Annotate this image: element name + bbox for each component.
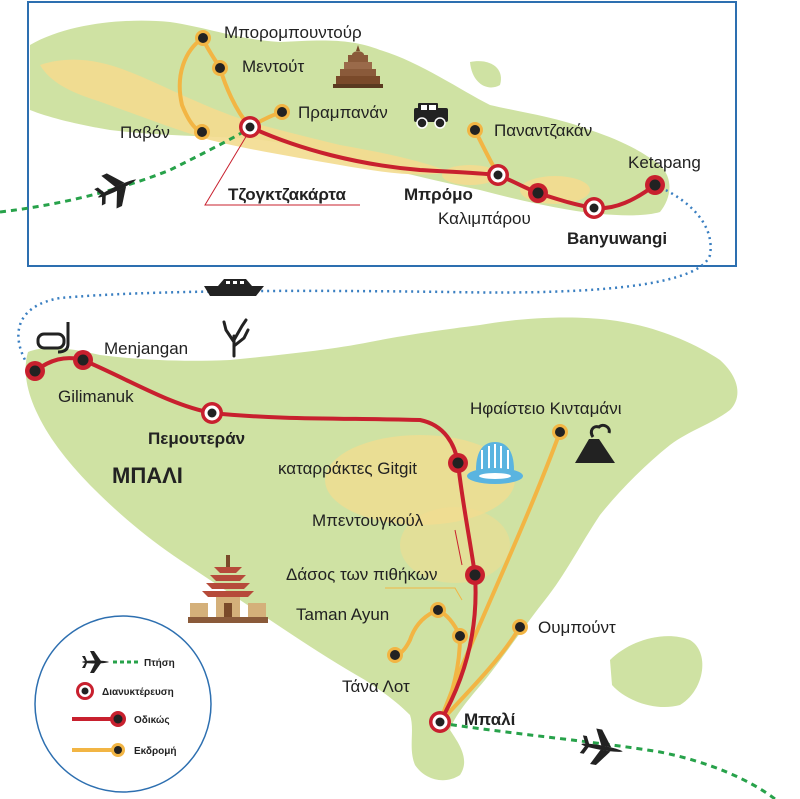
- label-taman-ayun: Taman Ayun: [296, 605, 389, 624]
- label-banyuwangi: Banyuwangi: [567, 229, 667, 248]
- stop-kintamani: [552, 424, 568, 440]
- label-prambanan: Πραμπανάν: [298, 103, 388, 122]
- label-yogyakarta: Τζογκτζακάρτα: [228, 185, 347, 204]
- label-pemuteran: Πεμουτεράν: [148, 429, 245, 448]
- flight-path-java: [0, 126, 251, 214]
- legend-flight-label: Πτήση: [144, 658, 175, 669]
- java-landmass: [30, 20, 670, 216]
- label-tanah-lot: Τάνα Λοτ: [342, 677, 410, 696]
- label-mendut: Μεντούτ: [242, 57, 304, 76]
- java-north-islet: [470, 61, 501, 88]
- stop-ketapang: [645, 175, 665, 195]
- pura-temple-icon: [188, 555, 268, 623]
- stop-gitgit: [448, 453, 468, 473]
- stop-mendut: [212, 60, 228, 76]
- leader-bedugul: [454, 529, 463, 566]
- label-menjangan: Menjangan: [104, 339, 188, 358]
- bali-stops: [25, 350, 568, 733]
- label-kintamani: Ηφαίστειο Κινταμάνι: [470, 399, 622, 418]
- excursion-ubud: [438, 625, 522, 724]
- label-kalibaru: Καλιμπάρου: [438, 209, 531, 228]
- legend-road-marker: [110, 711, 126, 727]
- stop-pawon: [194, 124, 210, 140]
- label-borobudur: Μπορομπουντούρ: [224, 23, 362, 42]
- legend-excursion-label: Εκδρομή: [134, 746, 177, 757]
- stop-panantzakan: [467, 122, 483, 138]
- bali-nusa-islet: [610, 636, 703, 708]
- flight-path-bali: [439, 721, 776, 799]
- legend-overnight-label: Διανυκτέρευση: [102, 687, 174, 698]
- label-pawon: Παβόν: [120, 123, 170, 142]
- stop-menjangan: [73, 350, 93, 370]
- map-labels: Μπορομπουντούρ Μεντούτ Παβόν Πραμπανάν Τ…: [58, 23, 701, 729]
- stop-prambanan: [274, 104, 290, 120]
- label-ketapang: Ketapang: [628, 153, 701, 172]
- label-bali-city: Μπαλί: [464, 710, 516, 729]
- java-stops: [194, 30, 665, 219]
- stop-taman-ayun-2: [452, 628, 468, 644]
- bali-highlands-2: [400, 507, 510, 583]
- legend-frame: [34, 615, 212, 793]
- temple-icon: [333, 45, 383, 88]
- legend-road-label: Οδικώς: [134, 715, 170, 726]
- leader-yogyakarta: [204, 129, 360, 206]
- label-gilimanuk: Gilimanuk: [58, 387, 134, 406]
- label-bedugul: Μπεντουγκούλ: [312, 511, 424, 530]
- airplane-icon: [94, 173, 137, 209]
- ferry-icon: [204, 279, 264, 296]
- java-highlands: [40, 59, 450, 175]
- snorkel-icon: [36, 322, 70, 354]
- volcano-icon: [575, 423, 615, 463]
- label-bali-island: ΜΠΑΛΙ: [112, 463, 183, 488]
- label-panantzakan: Παναντζακάν: [494, 121, 592, 140]
- jeep-icon: [414, 103, 448, 129]
- leader-monkey-forest: [385, 587, 463, 601]
- stop-taman-ayun-1: [430, 602, 446, 618]
- legend: Πτήση Διανυκτέρευση Οδικώς Εκδρομή: [34, 615, 212, 793]
- overnight-bali: [429, 711, 451, 733]
- ferry-path: [17, 183, 712, 361]
- label-ubud: Ουμπούντ: [538, 618, 616, 637]
- waterfall-icon: [467, 442, 523, 484]
- overnight-gilimanuk: [25, 361, 45, 381]
- stop-kalibaru: [528, 183, 548, 203]
- airplane-icon-bali: [579, 728, 623, 766]
- label-bromo: Μπρόμο: [404, 185, 473, 204]
- coral-icon: [222, 318, 250, 358]
- legend-overnight-marker: [76, 682, 94, 700]
- stop-ubud: [512, 619, 528, 635]
- overnight-yogyakarta: [239, 116, 261, 138]
- overnight-banyuwangi: [583, 197, 605, 219]
- stop-borobudur: [195, 30, 211, 46]
- java-inset: [27, 1, 737, 267]
- stop-tanah-lot: [387, 647, 403, 663]
- overnight-pemuteran: [201, 402, 223, 424]
- bali-highlands: [325, 435, 515, 525]
- legend-airplane-icon: [82, 651, 109, 673]
- label-gitgit: καταρράκτες Gitgit: [278, 459, 417, 478]
- overnight-bromo: [487, 164, 509, 186]
- stop-bedugul-monkey-forest: [465, 565, 485, 585]
- label-monkey-forest: Δάσος των πιθήκων: [286, 565, 438, 584]
- legend-excursion-marker: [111, 743, 125, 757]
